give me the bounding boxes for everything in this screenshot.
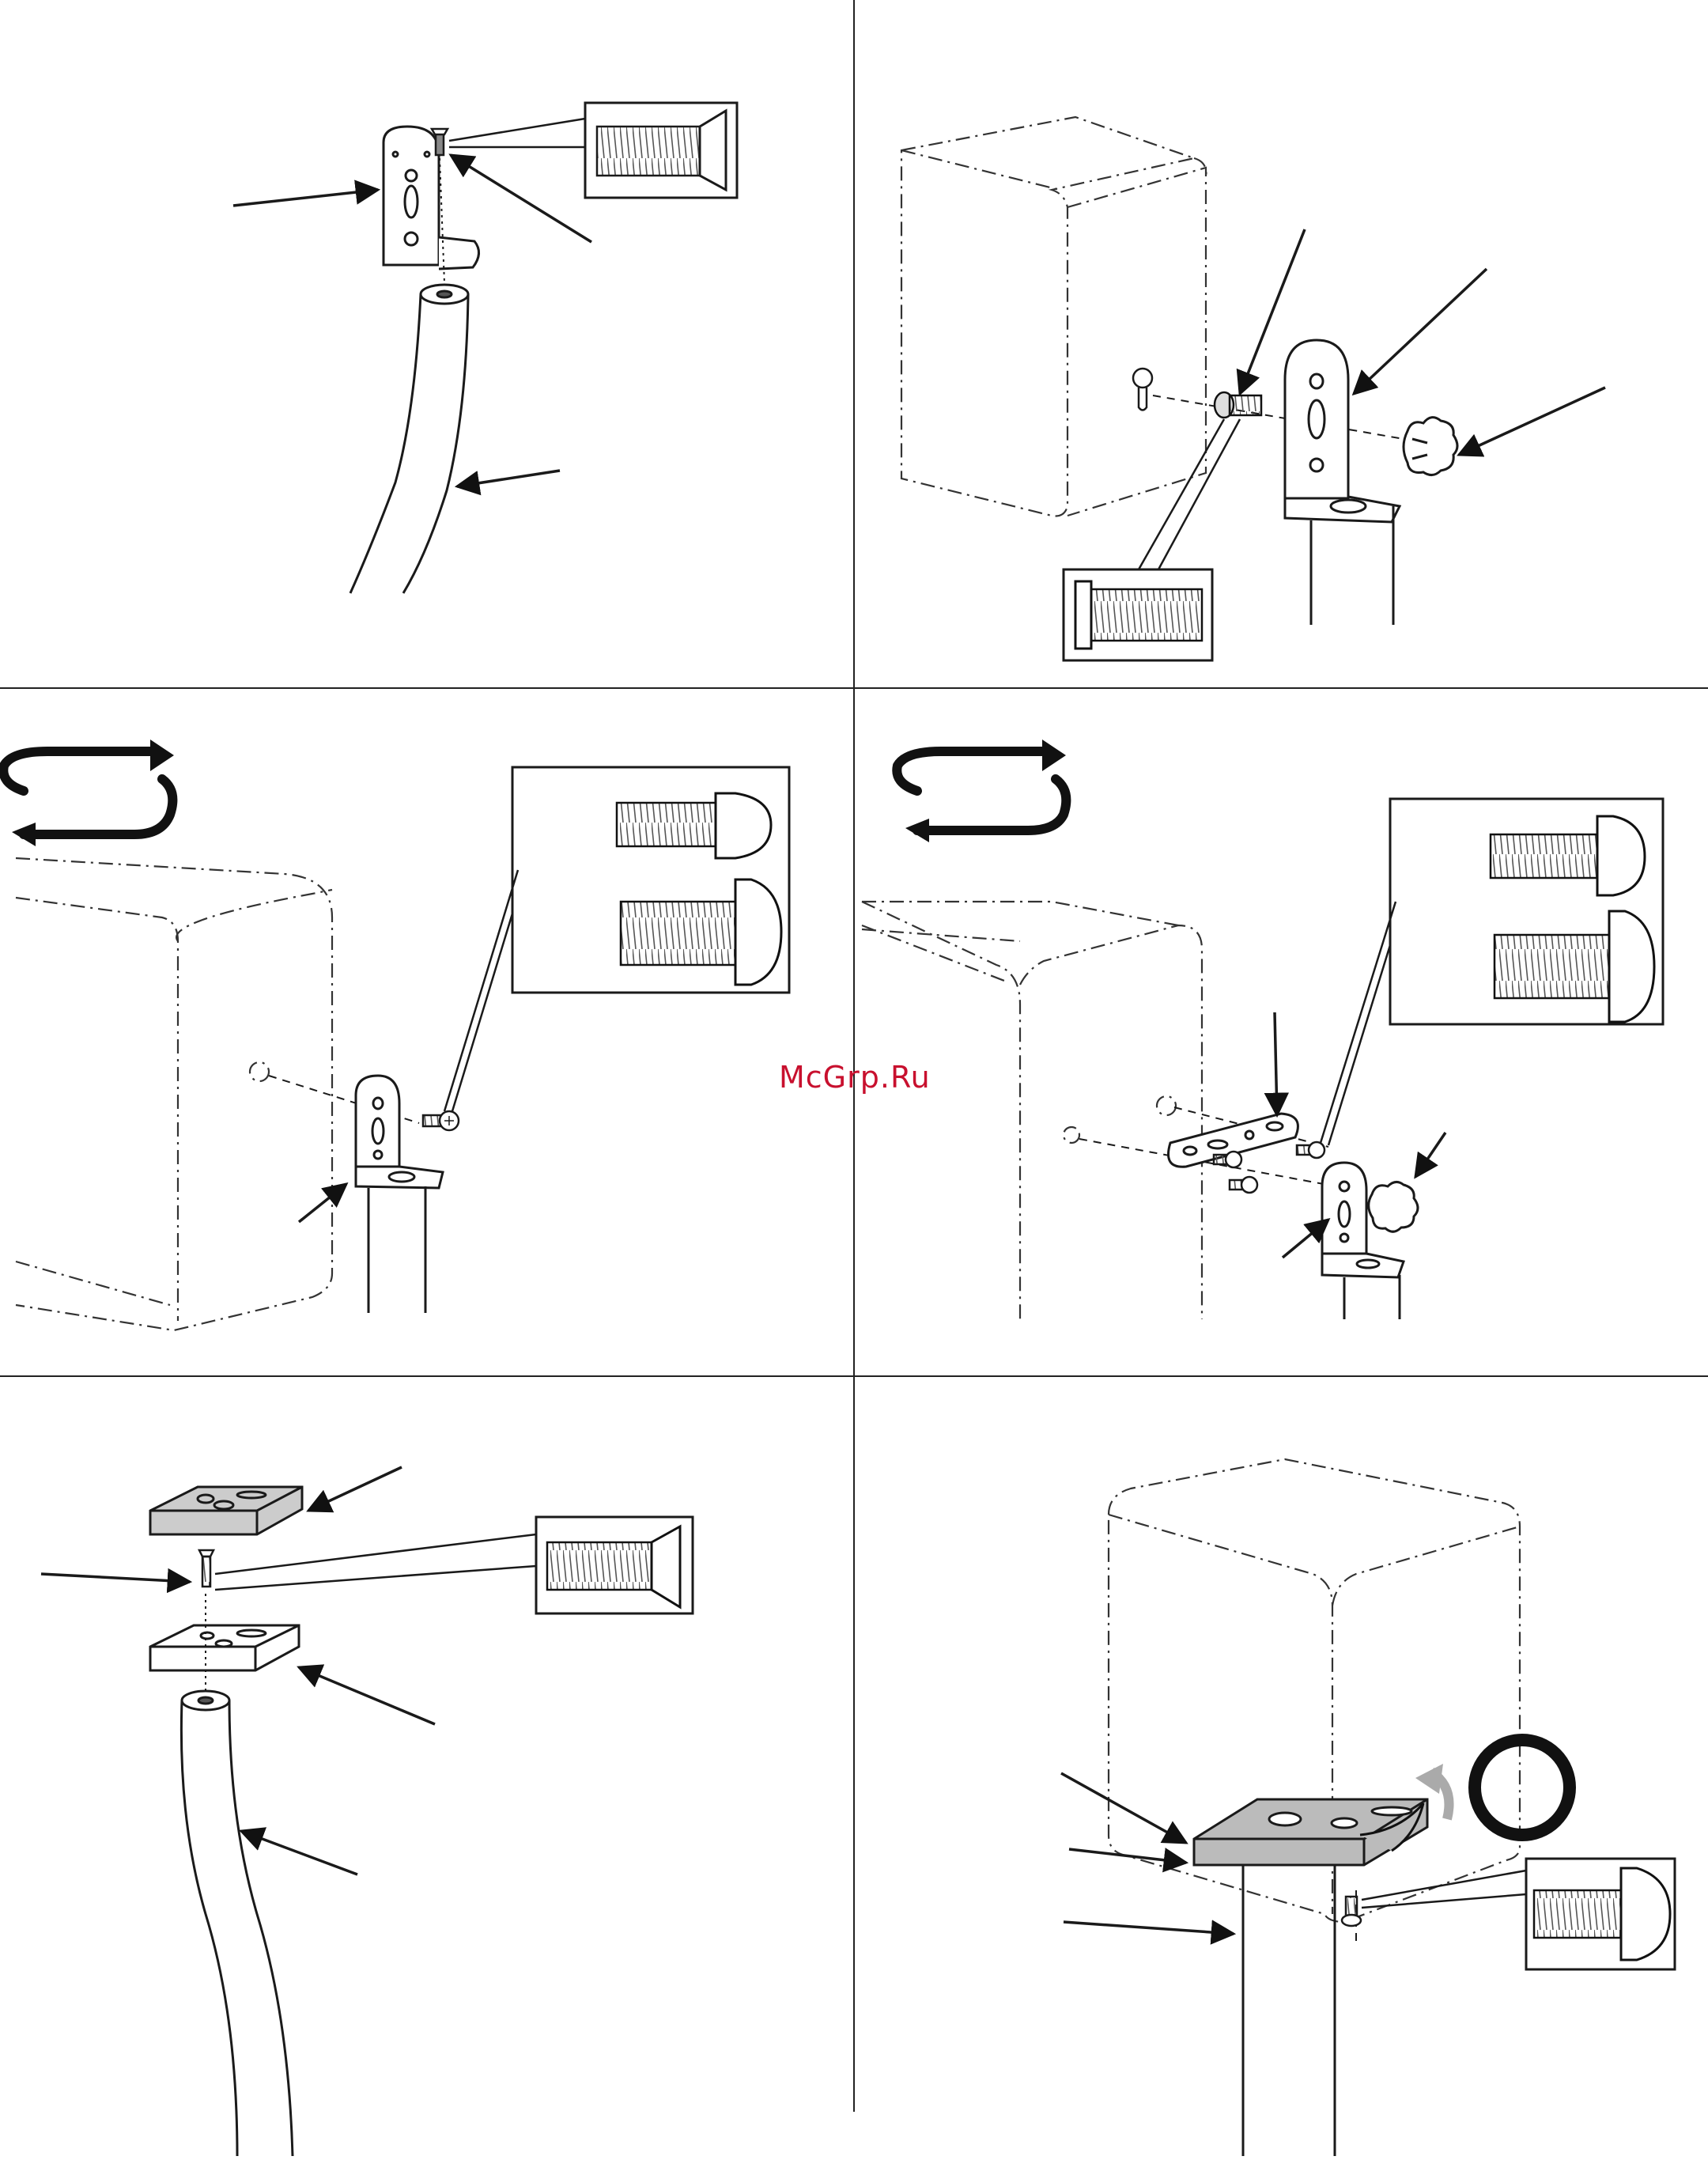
button-head-screw bbox=[1342, 1897, 1361, 1926]
arrow-icon bbox=[457, 471, 560, 486]
l-bracket bbox=[356, 1076, 443, 1188]
arrow-icon bbox=[451, 155, 591, 242]
arrow-icon bbox=[299, 1184, 346, 1222]
arrow-icon bbox=[1459, 388, 1605, 455]
panel-1 bbox=[233, 103, 737, 593]
screw-detail-box bbox=[585, 103, 737, 198]
panel-6 bbox=[1061, 1459, 1675, 2156]
star-knob bbox=[1369, 1182, 1418, 1231]
stand-pole bbox=[1311, 506, 1393, 625]
speaker-outline bbox=[901, 117, 1206, 516]
speaker-outline bbox=[862, 902, 1202, 1319]
screw-detail-box bbox=[1526, 1859, 1675, 1969]
screw-detail-box bbox=[512, 767, 789, 993]
panel-3 bbox=[3, 740, 789, 1330]
star-knob bbox=[1404, 418, 1457, 475]
stand-pole bbox=[1243, 1865, 1335, 2156]
button-head-screw bbox=[423, 1111, 459, 1130]
arrow-icon bbox=[41, 1574, 190, 1582]
screw-detail-box bbox=[1390, 799, 1663, 1024]
arrow-icon bbox=[1069, 1849, 1186, 1863]
stand-tube bbox=[350, 285, 468, 593]
screw-detail-box bbox=[536, 1517, 693, 1613]
arrow-icon bbox=[299, 1667, 435, 1724]
arrow-icon bbox=[1061, 1773, 1186, 1843]
threaded-stud bbox=[1215, 392, 1261, 418]
stand-pole bbox=[368, 1186, 425, 1313]
arrow-icon bbox=[1415, 1133, 1445, 1177]
speaker-outline bbox=[16, 858, 332, 1330]
arrow-icon bbox=[1064, 1922, 1234, 1934]
arrow-icon bbox=[233, 190, 378, 206]
panel-4 bbox=[862, 740, 1663, 1319]
bottom-plate bbox=[150, 1625, 299, 1670]
panel-2 bbox=[901, 117, 1605, 660]
keyhole bbox=[1133, 369, 1152, 410]
arrow-icon bbox=[1354, 269, 1487, 394]
arrow-icon bbox=[308, 1467, 402, 1511]
arrow-icon bbox=[241, 1831, 357, 1874]
watermark: McGrp.Ru bbox=[779, 1060, 931, 1095]
stand-tube bbox=[181, 1691, 293, 2156]
panel-5 bbox=[41, 1467, 693, 2156]
rotate-arrows-icon bbox=[3, 740, 174, 846]
screw-detail-box bbox=[1064, 569, 1212, 660]
rotate-arrows-icon bbox=[897, 740, 1066, 842]
flat-head-screw bbox=[199, 1550, 214, 1587]
circle-ok-icon bbox=[1475, 1740, 1570, 1835]
arrow-icon bbox=[1275, 1012, 1277, 1115]
top-plate bbox=[150, 1487, 302, 1534]
stand-pole bbox=[1344, 1275, 1400, 1319]
